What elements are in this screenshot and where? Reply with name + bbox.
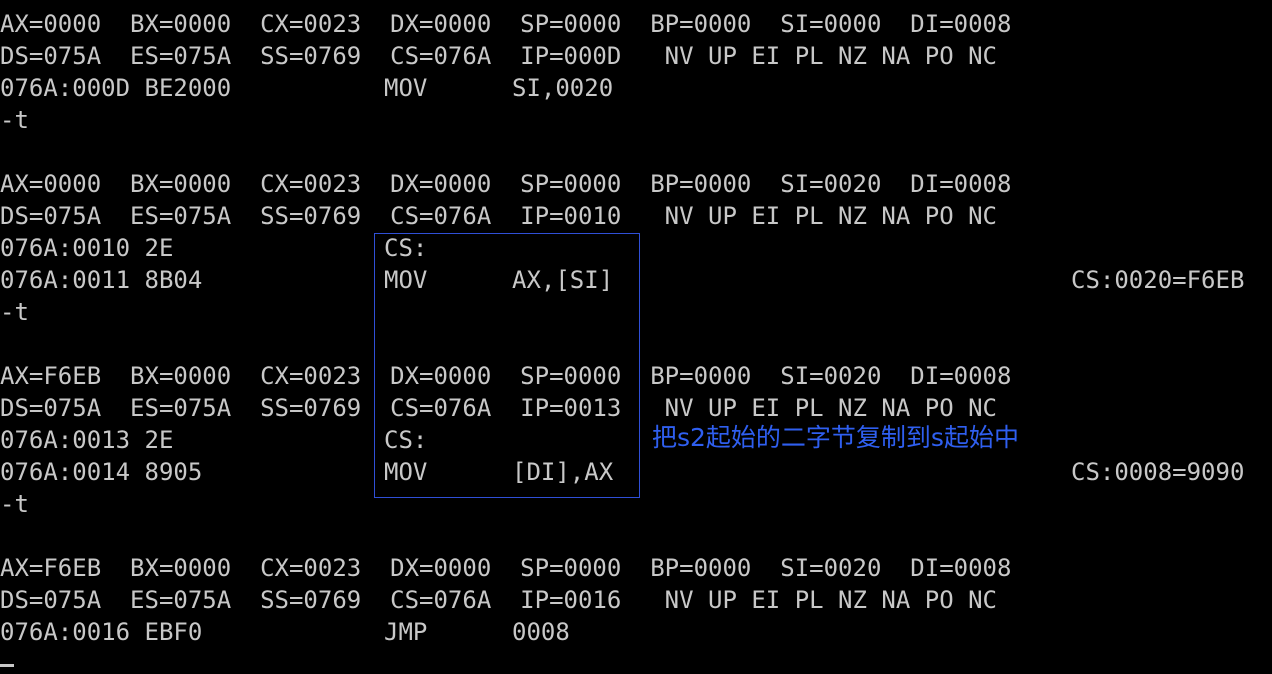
instruction-line: 076A:0014 8905 MOV [DI],AX CS:0008=9090 (0, 456, 1272, 488)
command-prompt: -t (0, 298, 29, 326)
instruction-mnemonic: MOV (384, 74, 428, 102)
instruction-address: 076A:0011 8B04 (0, 266, 203, 294)
annotation-highlight-box (374, 233, 640, 498)
register-line: AX=0000 BX=0000 CX=0023 DX=0000 SP=0000 … (0, 170, 1012, 198)
segment-flags-line: DS=075A ES=075A SS=0769 CS=076A IP=000D … (0, 42, 997, 70)
command-prompt: -t (0, 106, 29, 134)
segment-prefix: CS: (384, 426, 428, 454)
register-line: AX=0000 BX=0000 CX=0023 DX=0000 SP=0000 … (0, 10, 1012, 38)
annotation-label: 把s2起始的二字节复制到s起始中 (652, 423, 1019, 452)
segment-flags-line: DS=075A ES=075A SS=0769 CS=076A IP=0010 … (0, 202, 997, 230)
prefix-line: 076A:0013 2E CS: (0, 424, 640, 456)
command-prompt: -t (0, 490, 29, 518)
instruction-line: 076A:000D BE2000 MOV SI,0020 (0, 72, 1272, 104)
instruction-line: 076A:0016 EBF0 JMP 0008 (0, 616, 1272, 648)
prefix-line: 076A:0010 2E CS: (0, 232, 1272, 264)
prefix-address: 076A:0010 2E (0, 234, 174, 262)
instruction-operands: [DI],AX (512, 458, 614, 486)
instruction-operands: SI,0020 (512, 74, 614, 102)
memory-reference: CS:0020=F6EB (1071, 266, 1245, 294)
text-cursor (0, 664, 14, 667)
prefix-address: 076A:0013 2E (0, 426, 174, 454)
segment-flags-line: DS=075A ES=075A SS=0769 CS=076A IP=0016 … (0, 586, 997, 614)
instruction-address: 076A:0014 8905 (0, 458, 203, 486)
instruction-operands: 0008 (512, 618, 570, 646)
instruction-mnemonic: JMP (384, 618, 428, 646)
segment-prefix: CS: (384, 234, 428, 262)
register-line: AX=F6EB BX=0000 CX=0023 DX=0000 SP=0000 … (0, 362, 1012, 390)
instruction-line: 076A:0011 8B04 MOV AX,[SI] CS:0020=F6EB (0, 264, 1272, 296)
instruction-mnemonic: MOV (384, 266, 428, 294)
instruction-operands: AX,[SI] (512, 266, 614, 294)
instruction-mnemonic: MOV (384, 458, 428, 486)
instruction-address: 076A:000D BE2000 (0, 74, 232, 102)
register-line: AX=F6EB BX=0000 CX=0023 DX=0000 SP=0000 … (0, 554, 1012, 582)
segment-flags-line: DS=075A ES=075A SS=0769 CS=076A IP=0013 … (0, 394, 997, 422)
memory-reference: CS:0008=9090 (1071, 458, 1245, 486)
instruction-address: 076A:0016 EBF0 (0, 618, 203, 646)
